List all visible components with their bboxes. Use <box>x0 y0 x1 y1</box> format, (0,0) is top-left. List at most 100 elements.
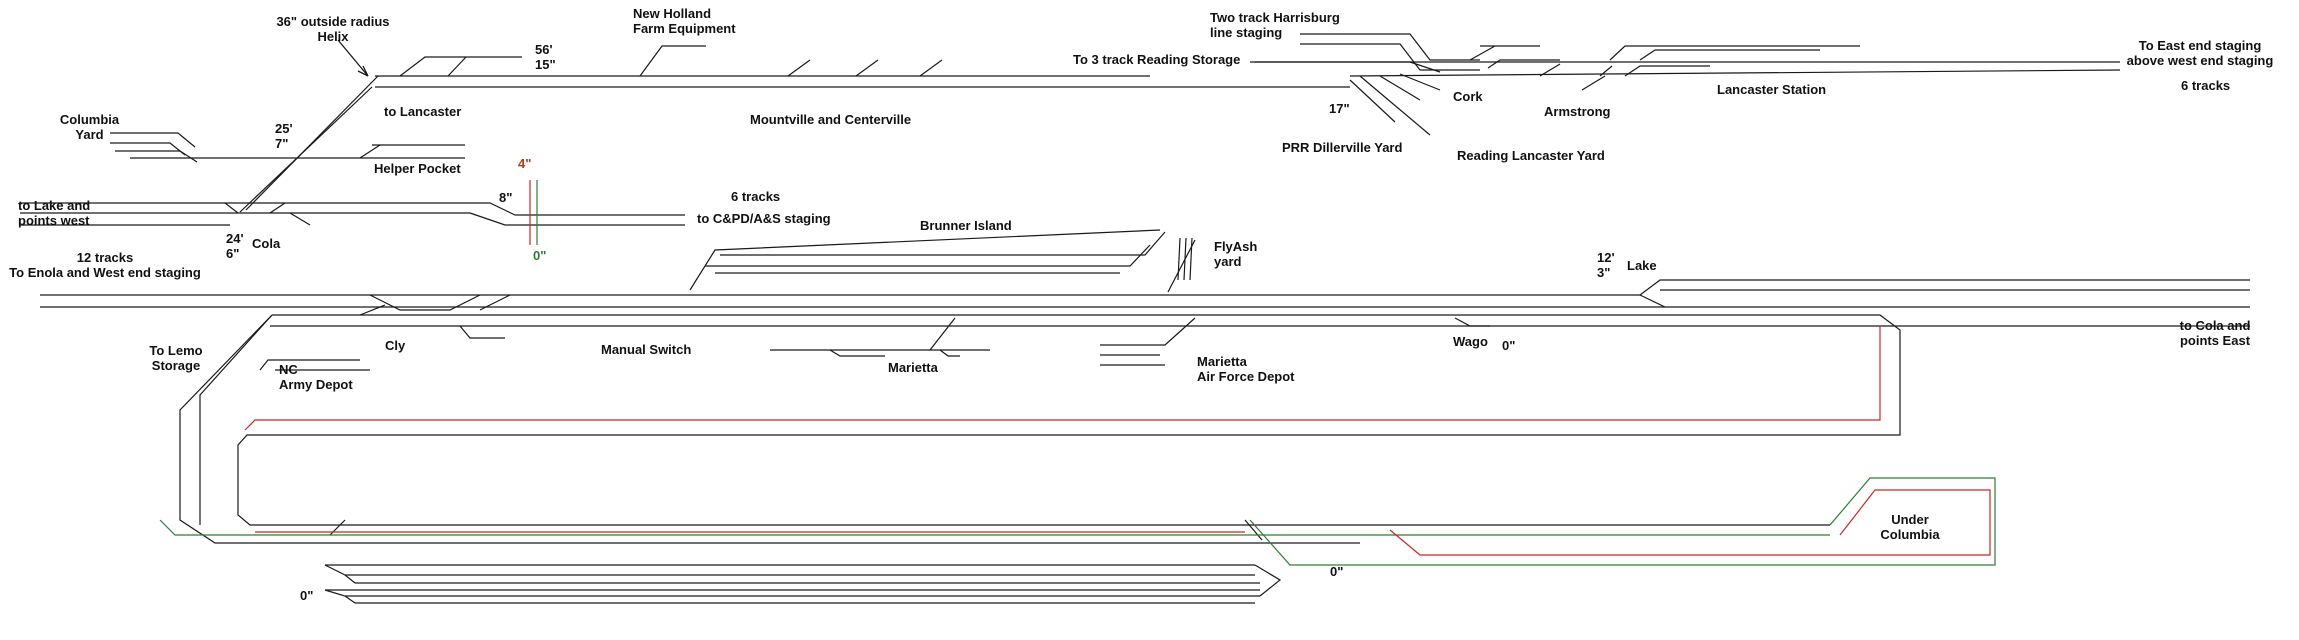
harrisburg-staging-1 <box>1300 33 1480 61</box>
lower-staging-lead-left <box>324 564 356 584</box>
prr-dillerville-label: PRR Dillerville Yard <box>1282 140 1403 155</box>
under-columbia-inner <box>1389 489 1991 556</box>
dim-24-inches: 6" <box>226 246 240 261</box>
new-holland-line2: Farm Equipment <box>633 21 736 36</box>
marietta-label: Marietta <box>888 360 938 375</box>
dim-25-feet: 25' <box>275 121 293 136</box>
west-six-tracks-label: 6 tracks <box>731 189 781 204</box>
flyash-yard-label: FlyAsh yard <box>1214 239 1257 269</box>
east-staging-line2: above west end staging <box>2126 53 2274 68</box>
brunner-lead-1 <box>689 229 1161 291</box>
manual-switch-spur <box>459 325 505 339</box>
under-columbia-label: Under Columbia <box>1870 512 1950 542</box>
dim-12-feet: 12' <box>1597 250 1615 265</box>
elevation-0in-lower-label: 0" <box>300 588 314 603</box>
new-holland-label: New Holland Farm Equipment <box>633 6 736 36</box>
cly-crossover <box>369 294 481 311</box>
east-staging-2 <box>1349 69 2121 77</box>
to-lake-line2: points west <box>18 213 90 228</box>
elevation-4in-label: 4" <box>518 156 532 171</box>
under-columbia-line2: Columbia <box>1880 527 1940 542</box>
lemo-storage-line <box>179 314 1360 544</box>
cork-label: Cork <box>1453 89 1483 104</box>
harrisburg-staging-line2: line staging <box>1210 25 1283 40</box>
dim-12-label: 12' 3" <box>1597 250 1615 280</box>
lemo-lead <box>199 314 273 525</box>
reading-storage-lead <box>1255 61 1441 73</box>
to-cola-line2: points East <box>2179 333 2251 348</box>
lower-staging-lead-left-2 <box>324 589 356 604</box>
upper-spur-1 <box>399 56 522 77</box>
elevation-0in-green-label: 0" <box>533 248 547 263</box>
marietta-af-1 <box>1100 317 1196 346</box>
columbia-yard-2 <box>110 142 186 156</box>
lower-loop-spur-2 <box>1244 519 1263 541</box>
east-staging-line1: To East end staging <box>2138 38 2262 53</box>
lake-main-upper <box>1639 279 2250 296</box>
marietta-af-label: Marietta Air Force Depot <box>1197 354 1295 384</box>
flyash-line2: yard <box>1214 254 1242 269</box>
reading-lancaster-label: Reading Lancaster Yard <box>1457 148 1605 163</box>
cork-spur-1 <box>1469 45 1540 61</box>
nc-army-line2: Army Depot <box>279 377 353 392</box>
brunner-track-2 <box>705 244 1151 267</box>
helix-label-line2: Helix <box>317 29 349 44</box>
dim-17-label: 17" <box>1329 101 1350 116</box>
to-lemo-line1: To Lemo <box>149 343 203 358</box>
helix-dim-inches: 15" <box>535 57 556 72</box>
lancaster-station-label: Lancaster Station <box>1717 82 1827 97</box>
helix-dim-feet: 56' <box>535 42 553 57</box>
lower-loop-outer <box>237 314 1901 526</box>
brunner-island-label: Brunner Island <box>920 218 1012 233</box>
to-lake-upper <box>20 202 685 216</box>
dim-24-label: 24' 6" <box>226 231 244 261</box>
mountville-spur-3 <box>919 59 943 77</box>
to-staging-label: to C&PD/A&S staging <box>697 211 831 226</box>
east-staging-label: To East end staging above west end stagi… <box>2120 38 2280 68</box>
mountville-spur-2 <box>855 59 879 77</box>
flyash-tracks <box>1177 237 1193 281</box>
marietta-spur-1 <box>829 349 885 357</box>
to-lemo-label: To Lemo Storage <box>136 343 216 373</box>
nc-depot-1 <box>259 359 360 371</box>
helix-lead-2 <box>239 86 373 213</box>
dim-12-inches: 3" <box>1597 265 1611 280</box>
marietta-af-line2: Air Force Depot <box>1197 369 1295 384</box>
elevation-8in-label: 8" <box>499 190 513 205</box>
wago-label: Wago <box>1453 334 1488 349</box>
dim-24-feet: 24' <box>226 231 244 246</box>
upper-spur-2 <box>447 56 467 77</box>
to-lake-label: to Lake and points west <box>18 198 90 228</box>
dillerville-lead-3 <box>1379 75 1421 101</box>
cly-spur-2 <box>479 294 511 311</box>
to-lancaster-label: to Lancaster <box>384 104 462 119</box>
harrisburg-staging-line1: Two track Harrisburg <box>1210 10 1340 25</box>
harrisburg-staging-2 <box>1300 43 1480 71</box>
new-holland-line1: New Holland <box>633 6 712 21</box>
columbia-yard-1 <box>110 132 196 148</box>
dillerville-lead-1 <box>1349 79 1396 123</box>
marietta-af-line1: Marietta <box>1197 354 1247 369</box>
manual-switch-label: Manual Switch <box>601 342 692 357</box>
lower-grade-tracks <box>244 180 1991 556</box>
mountville-label: Mountville and Centerville <box>750 112 912 127</box>
to-lake-lower <box>469 212 685 226</box>
mainline-tracks <box>20 33 2250 604</box>
lake-label: Lake <box>1627 258 1657 273</box>
elevation-0in-bottom-label: 0" <box>1330 564 1344 579</box>
nc-army-line1: NC <box>279 362 298 377</box>
new-holland-spur <box>639 45 706 77</box>
east-six-tracks-label: 6 tracks <box>2181 78 2231 93</box>
under-columbia-lower-left <box>159 519 1830 536</box>
dim-25-inches: 7" <box>275 136 289 151</box>
cola-crossover-3 <box>269 202 286 214</box>
reading-storage-label: To 3 track Reading Storage <box>1073 52 1241 67</box>
mountville-spur-1 <box>787 59 811 77</box>
upper-main-1 <box>375 61 1420 77</box>
cola-label: Cola <box>252 236 281 251</box>
cork-spur-2 <box>1487 59 1560 69</box>
flyash-line1: FlyAsh <box>1214 239 1258 254</box>
lower-staging-lead-right <box>1254 564 1282 597</box>
columbia-yard-3 <box>115 150 198 163</box>
